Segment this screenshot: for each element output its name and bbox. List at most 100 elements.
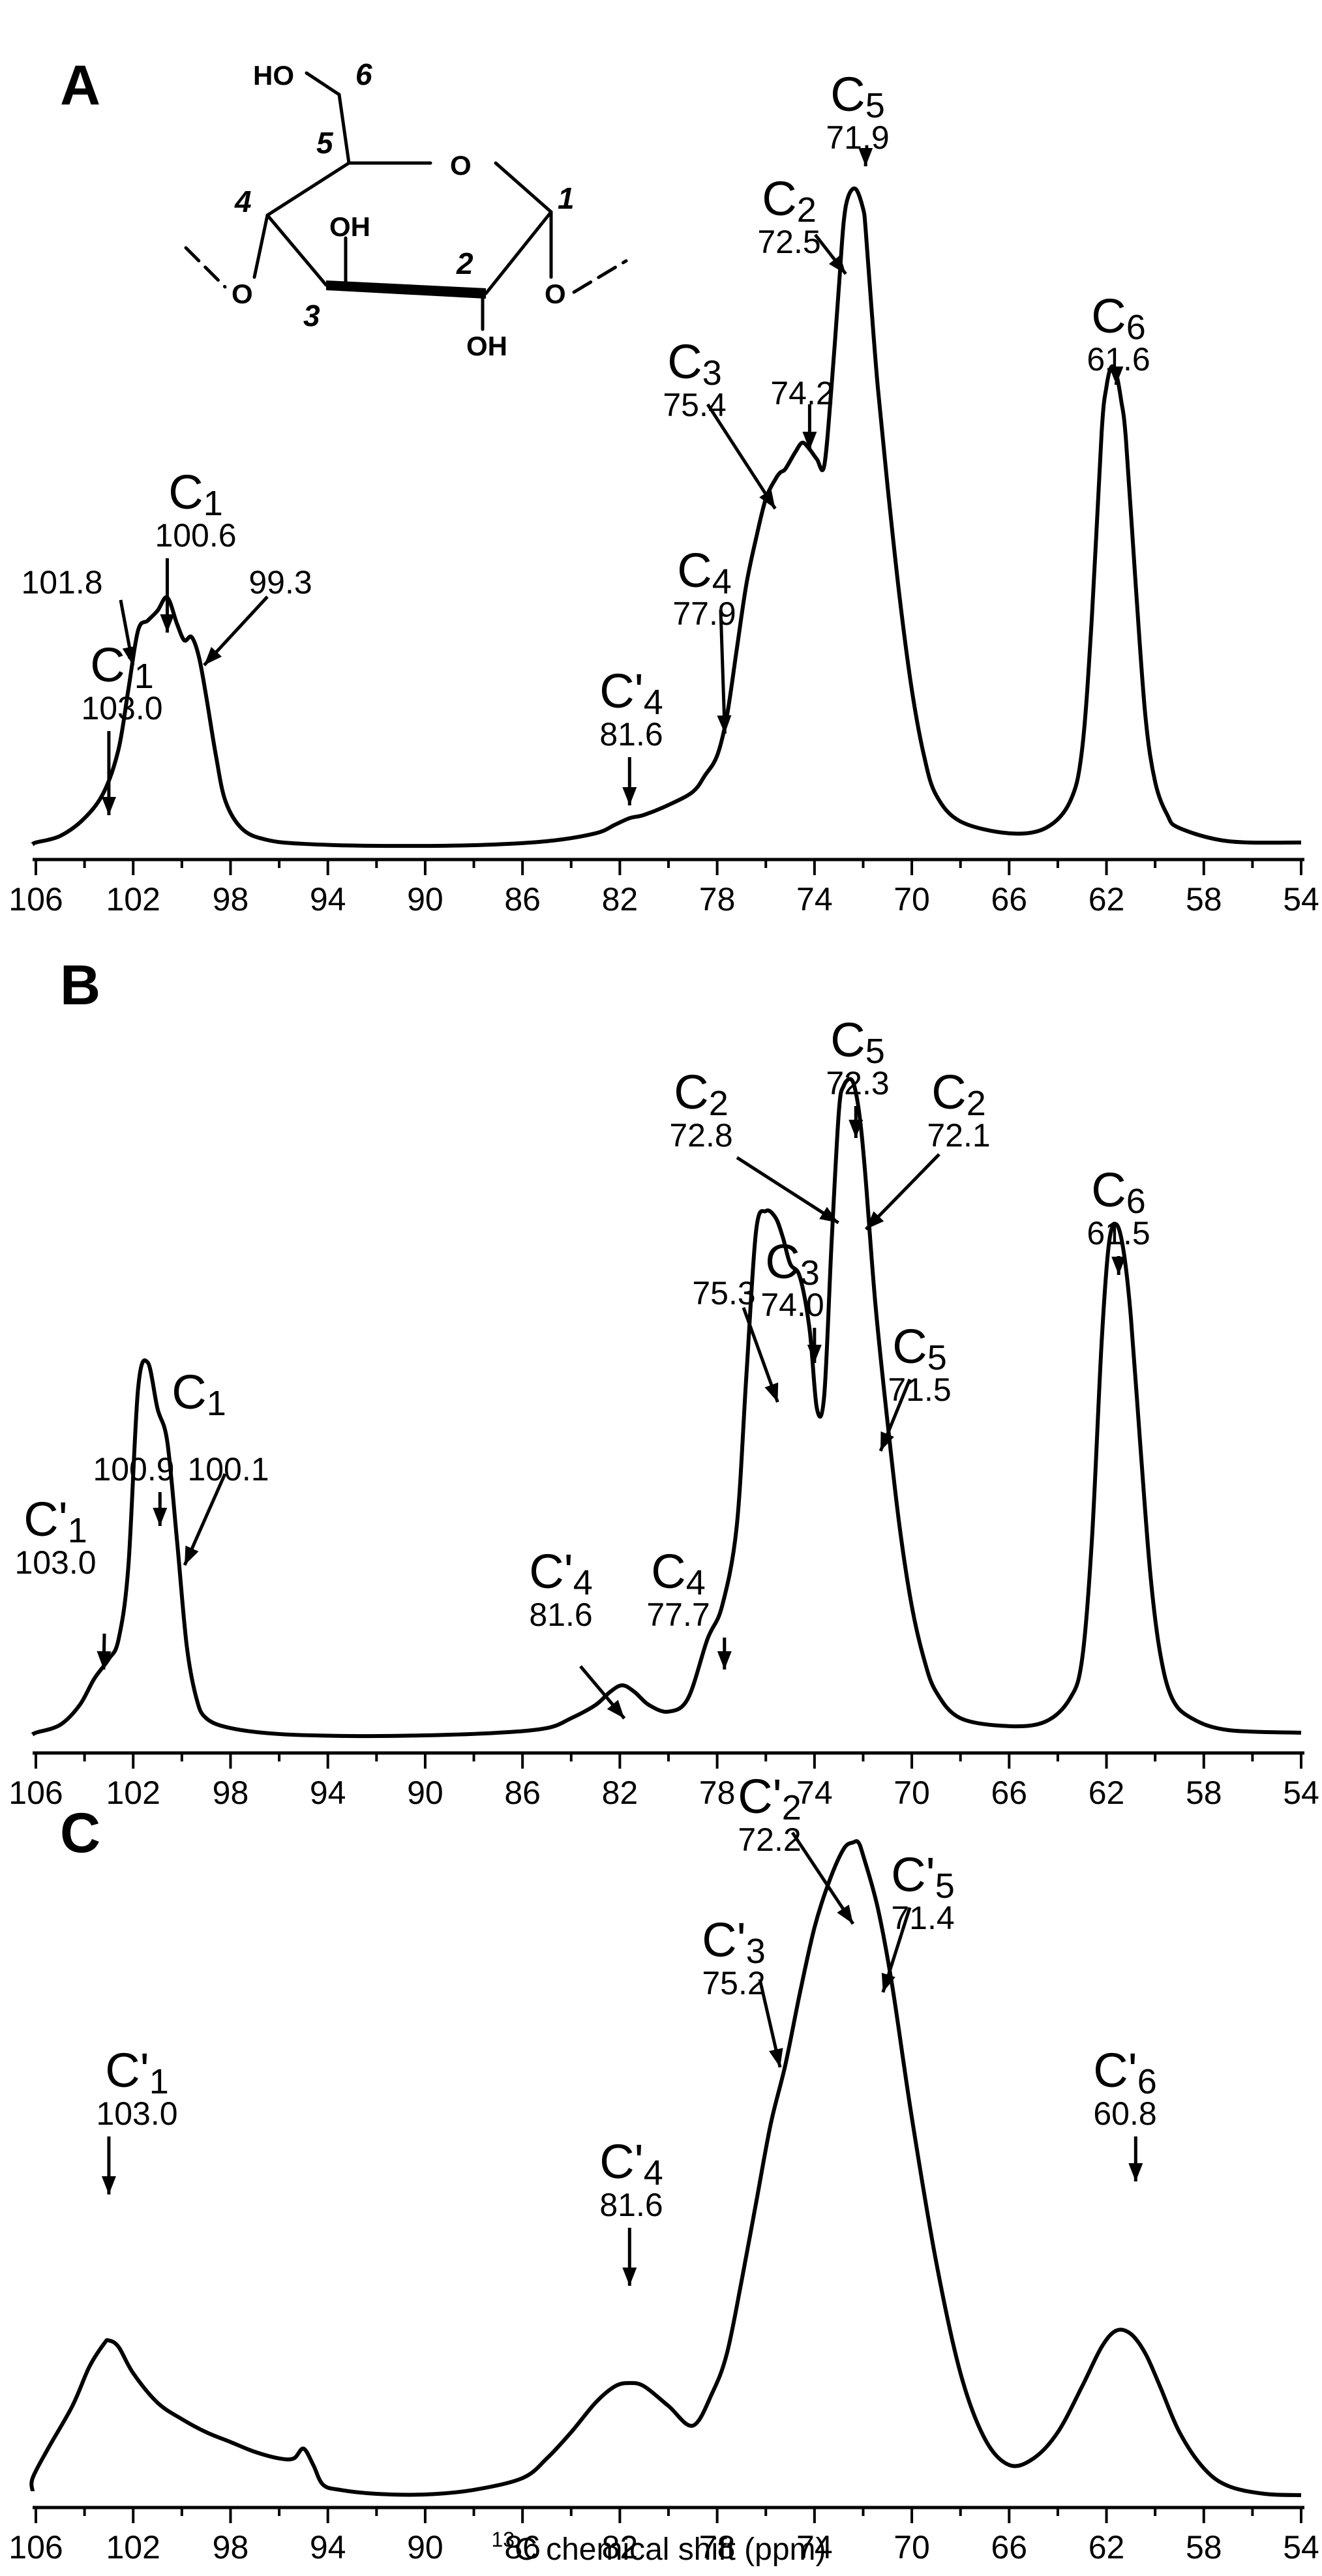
peak-arrow	[160, 558, 175, 633]
peak-arrow	[814, 233, 847, 275]
x-tick-label: 82	[602, 2529, 638, 2566]
peak-name-label: C3	[765, 1235, 820, 1293]
bond-c3-c4	[265, 213, 328, 287]
peak-arrow	[736, 1156, 839, 1225]
bond-c1-c2	[484, 210, 553, 295]
x-tick-label: 54	[1283, 2529, 1319, 2566]
x-tick-label: 58	[1186, 881, 1222, 918]
peak-arrow	[742, 1307, 779, 1403]
x-tick-label: 102	[106, 1775, 160, 1811]
peak-value-label: 61.5	[1087, 1215, 1150, 1251]
peak-arrow	[881, 1907, 912, 1993]
peak-annotation: 75.3	[692, 1275, 779, 1403]
x-tick-label: 66	[991, 2529, 1027, 2566]
peak-arrow	[802, 404, 817, 450]
peak-value-label: 74.0	[760, 1287, 824, 1323]
peak-name-label: C1	[172, 1365, 226, 1423]
peak-name-label: C1	[168, 465, 223, 523]
x-tick-label: 98	[213, 1775, 249, 1811]
x-tick-label: 86	[504, 1775, 541, 1811]
peak-arrow	[706, 403, 777, 510]
x-tick-label: 86	[504, 881, 541, 918]
peak-value-label: 81.6	[599, 716, 663, 753]
peak-arrow	[101, 2136, 116, 2194]
x-tick-label: 102	[106, 2529, 160, 2566]
carbon-number-2: 2	[456, 247, 473, 280]
peak-arrow	[1109, 367, 1124, 385]
structure-labels: HO O OH OH O O 6 5 4 3 2 1	[232, 57, 575, 361]
peak-name-label: C6	[1091, 289, 1146, 347]
x-tick-label: 58	[1186, 2529, 1222, 2566]
peak-name-label: C2	[931, 1065, 986, 1123]
peak-value-label: 75.2	[702, 1965, 765, 2001]
atom-label-ho6: HO	[253, 60, 294, 91]
spectrum-curve-a	[31, 186, 1302, 848]
peak-arrow	[622, 2228, 637, 2286]
peak-value-label: 99.3	[248, 564, 312, 601]
peak-value-label: 74.2	[770, 375, 834, 412]
peak-arrow	[183, 1473, 227, 1566]
glycosidic-bond-right	[572, 259, 628, 294]
peak-value-label: 77.7	[646, 1596, 710, 1633]
x-tick-label: 54	[1283, 881, 1319, 918]
bond-c6-oh	[305, 71, 341, 97]
peak-value-label: 81.6	[599, 2187, 663, 2223]
peak-name-label: C'1	[90, 638, 154, 696]
x-tick-label: 78	[699, 881, 736, 918]
x-tick-label: 74	[796, 2529, 833, 2566]
spectrum-curve-b	[31, 1077, 1302, 1739]
peak-name-label: C'3	[702, 1913, 766, 1971]
peak-annotation: C'481.6	[529, 1544, 626, 1720]
x-tick-label: 82	[602, 881, 638, 918]
peak-name-label: C'1	[23, 1492, 87, 1550]
glucose-structure	[184, 71, 628, 331]
x-tick-label: 90	[407, 881, 443, 918]
peak-name-label: C5	[892, 1319, 947, 1377]
peak-name-label: C'5	[891, 1848, 955, 1906]
peak-arrow	[864, 1153, 940, 1231]
x-tick-label: 102	[106, 881, 160, 918]
peak-value-label: 72.1	[927, 1117, 990, 1154]
peak-name-label: C'6	[1093, 2043, 1157, 2101]
peak-value-label: 72.3	[826, 1065, 889, 1101]
peak-name-label: C5	[830, 1013, 885, 1071]
peak-name-label: C'1	[105, 2043, 169, 2101]
peak-value-label: 103.0	[14, 1544, 96, 1581]
bond-c2-c3-bold	[326, 280, 486, 299]
peak-annotation: C'660.8	[1093, 2043, 1157, 2181]
x-tick-label: 106	[8, 881, 63, 918]
peak-value-label: 103.0	[96, 2095, 177, 2132]
bond-c4-c5	[265, 161, 351, 217]
peak-arrow	[1128, 2136, 1143, 2181]
panel-label-b: B	[60, 954, 100, 1017]
panel-label-c: C	[60, 1802, 100, 1865]
peak-name-label: C'4	[599, 2134, 663, 2193]
spectrum-line	[31, 186, 1302, 848]
peak-value-label: 60.8	[1093, 2095, 1156, 2132]
peak-annotations-a: C'1103.0101.8C1100.699.3C'481.6C477.9C37…	[21, 67, 1150, 815]
peak-arrow	[97, 1633, 112, 1670]
carbon-number-4: 4	[234, 185, 252, 218]
peak-annotation: C1	[172, 1365, 226, 1423]
x-tick-label: 106	[8, 1775, 63, 1811]
peak-name-label: C3	[667, 335, 722, 393]
x-tick-label: 90	[407, 1775, 443, 1811]
spectrum-curve-c	[29, 1839, 1302, 2497]
peak-arrow	[807, 1328, 822, 1363]
peak-value-label: 81.6	[529, 1596, 592, 1633]
peak-annotation: 99.3	[203, 564, 312, 666]
peak-annotation: 74.2	[770, 375, 834, 450]
glycosidic-bond-left	[184, 246, 227, 289]
peak-arrow	[1111, 1256, 1126, 1275]
peak-name-label: C5	[830, 67, 885, 125]
